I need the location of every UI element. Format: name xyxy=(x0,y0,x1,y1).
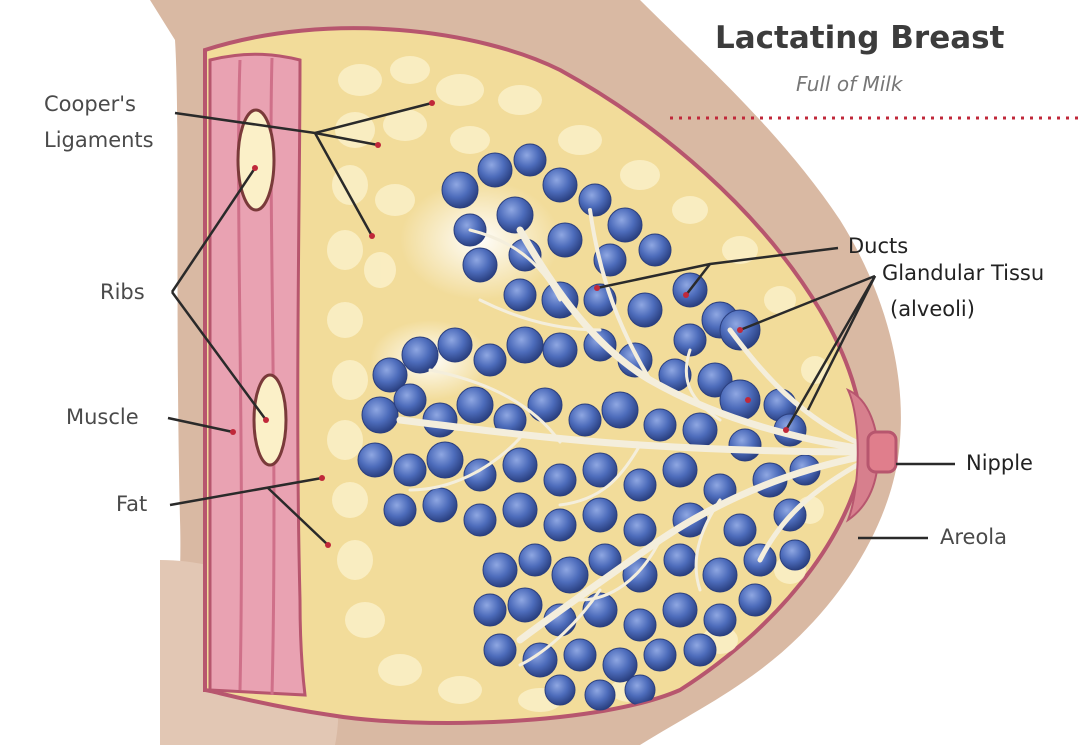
label-coopers-line2: Ligaments xyxy=(44,128,154,152)
nipple xyxy=(868,432,896,472)
label-nipple: Nipple xyxy=(966,451,1033,475)
rib-lower xyxy=(254,375,286,465)
diagram-subtitle: Full of Milk xyxy=(796,72,902,96)
label-glandular-line2: (alveoli) xyxy=(890,297,975,321)
label-ribs: Ribs xyxy=(100,280,145,304)
label-fat: Fat xyxy=(116,492,147,516)
label-muscle: Muscle xyxy=(66,405,139,429)
label-coopers-line1: Cooper's xyxy=(44,92,136,116)
label-glandular-line1: Glandular Tissu xyxy=(882,261,1044,285)
label-areola: Areola xyxy=(940,525,1007,549)
label-ducts: Ducts xyxy=(848,234,908,258)
diagram-title: Lactating Breast xyxy=(715,20,1004,56)
